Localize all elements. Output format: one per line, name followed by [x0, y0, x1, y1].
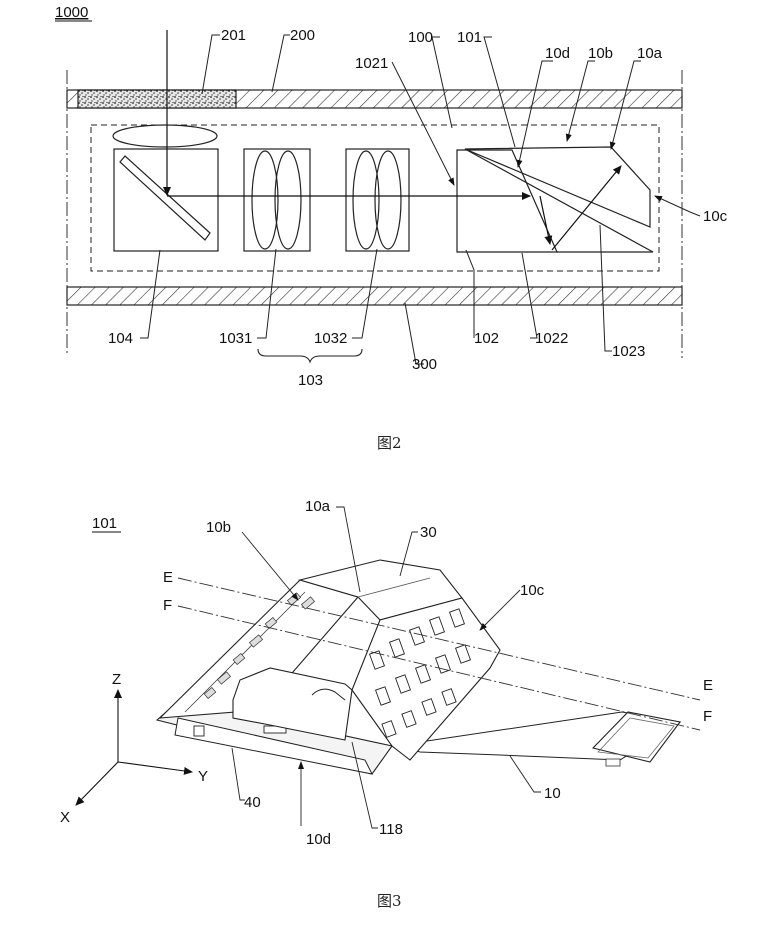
reflector-box-104 [113, 148, 219, 252]
lens-1032b [374, 150, 402, 250]
leader-1032 [352, 248, 378, 339]
prism-102 [456, 149, 558, 253]
top-face-ridge [357, 577, 431, 598]
leader-101 [483, 36, 516, 148]
label-1023: 1023 [612, 343, 645, 360]
label-101: 101 [457, 29, 482, 46]
label-201: 201 [221, 27, 246, 44]
leader-102 [465, 249, 475, 338]
label3-10: 10 [544, 785, 561, 802]
leader-10b [565, 60, 595, 142]
leader-201 [201, 34, 220, 95]
prism-interface [464, 148, 654, 253]
label3-E-right: E [703, 677, 713, 694]
y-axis-arrow [117, 761, 193, 775]
label3-10b: 10b [206, 519, 231, 536]
brace-103 [257, 348, 363, 364]
label-1032: 1032 [314, 330, 347, 347]
connector-pin [605, 758, 621, 767]
label3-10d: 10d [306, 831, 331, 848]
leader-10c [654, 195, 701, 217]
base-slot [193, 725, 205, 737]
label-1022: 1022 [535, 330, 568, 347]
label-104: 104 [108, 330, 133, 347]
leader-100 [431, 36, 453, 129]
leader-10d [516, 60, 553, 168]
label-10b: 10b [588, 45, 613, 62]
fig2-id-label: 1000 [55, 4, 88, 21]
leader-1021 [391, 61, 455, 186]
lens-1032a [352, 150, 380, 250]
figure-3-caption: 图3 [377, 892, 402, 910]
leader3-10 [509, 755, 541, 793]
down-ray [539, 195, 553, 245]
leader-1023 [599, 224, 612, 352]
label3-axis-z: Z [112, 671, 121, 688]
label3-F-right: F [703, 708, 712, 725]
label-1021: 1021 [355, 55, 388, 72]
label-10d: 10d [545, 45, 570, 62]
line-F [177, 605, 701, 731]
leader-104 [140, 249, 161, 339]
top-lens [112, 124, 218, 148]
label3-F-left: F [163, 597, 172, 614]
leader-1031 [257, 248, 277, 339]
figure-2: 1000 [55, 4, 728, 452]
sloped-face-edge [184, 591, 306, 713]
lens-1031a [251, 150, 279, 250]
label3-30: 30 [420, 524, 437, 541]
label3-10c: 10c [520, 582, 545, 599]
mirror-plate [119, 155, 211, 241]
label-10a: 10a [637, 45, 663, 62]
prism-101 [464, 146, 651, 228]
figure-3: 101 [60, 498, 713, 910]
leader3-40 [231, 747, 245, 801]
leader-200 [271, 34, 290, 93]
label-100: 100 [408, 29, 433, 46]
label-300: 300 [412, 356, 437, 373]
leader3-10a [336, 506, 361, 593]
leader3-10c [479, 589, 521, 631]
leader-1022 [521, 252, 538, 339]
x-axis-arrow [75, 761, 119, 806]
label3-axis-x: X [60, 809, 70, 826]
label3-E-left: E [163, 569, 173, 586]
label3-40: 40 [244, 794, 261, 811]
bottom-wall-300 [66, 286, 683, 306]
cable-connector-tab [591, 711, 681, 763]
lens-1031b [274, 150, 302, 250]
window-201 [77, 89, 237, 109]
lens-box-1032 [345, 148, 410, 252]
leader-300 [404, 302, 424, 365]
label-10c: 10c [703, 208, 728, 225]
front-hump [311, 688, 346, 701]
connector-inner-edge [597, 717, 675, 759]
label3-118: 118 [379, 821, 403, 838]
leader-10a [609, 60, 641, 150]
base-plate-side [174, 717, 373, 775]
sloped-face-pattern [203, 592, 316, 700]
up-ray [551, 165, 622, 251]
fig3-id-label: 101 [92, 515, 117, 532]
label-103: 103 [298, 372, 323, 389]
label3-10a: 10a [305, 498, 331, 515]
leader3-118 [351, 741, 378, 829]
label3-axis-y: Y [198, 768, 208, 785]
label-200: 200 [290, 27, 315, 44]
side-slots [368, 608, 472, 738]
leader3-10b [241, 531, 299, 601]
figure-2-caption: 图2 [377, 434, 402, 452]
lens-box-1031 [243, 148, 311, 252]
label-102: 102 [474, 330, 499, 347]
leader3-30 [399, 531, 418, 577]
label-1031: 1031 [219, 330, 252, 347]
line-E [177, 577, 701, 701]
